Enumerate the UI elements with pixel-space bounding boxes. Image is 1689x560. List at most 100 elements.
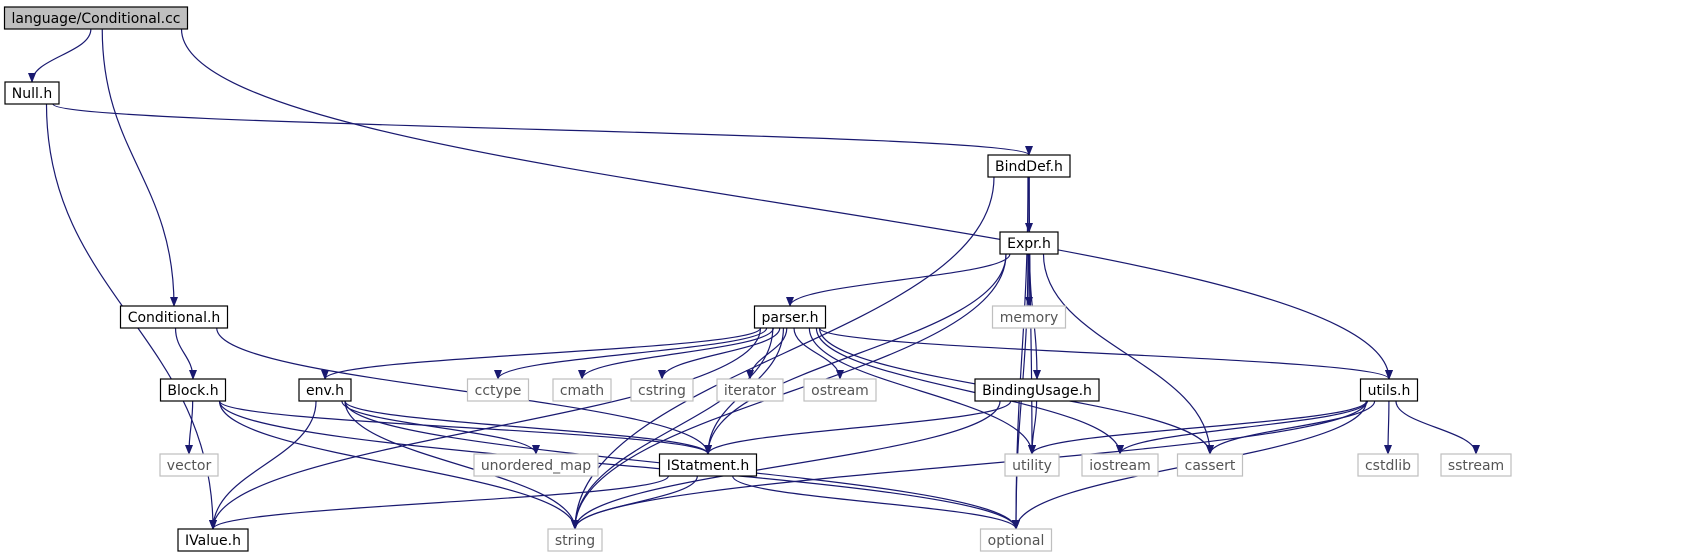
edge-expr_h-to-parser_h [786,253,1011,307]
node-cmath: cmath [552,378,612,402]
edge-root-to-utils_h [180,28,1393,380]
node-box-sstream [1440,453,1512,477]
node-optional: optional [979,528,1053,552]
node-box-cctype [466,378,530,402]
edge-expr_h-to-istatment_h [704,253,1007,455]
node-memory: memory [991,305,1067,329]
node-label-cstring: cstring [638,383,686,399]
edge-parser_h-to-cmath [578,327,774,380]
node-box-iostream [1081,453,1159,477]
edge-utils_h-to-cstdlib [1384,400,1393,455]
node-label-cassert: cassert [1185,458,1236,474]
node-cassert: cassert [1176,453,1244,477]
node-label-vector: vector [167,458,212,474]
node-box-cassert [1176,453,1244,477]
node-label-binddef_h: BindDef.h [995,159,1063,175]
node-label-istatment_h: IStatment.h [667,458,750,474]
node-label-unordered_map: unordered_map [481,458,591,474]
edge-block_h-to-istatment_h [218,400,712,455]
edge-bindingusage_h-to-string [571,400,1001,530]
node-binddef_h[interactable]: BindDef.h [987,154,1071,178]
node-box-cmath [552,378,612,402]
edge-utils_h-to-cassert [1206,400,1376,455]
edge-parser_h-to-string [571,327,774,530]
node-conditional_h[interactable]: Conditional.h [119,305,229,329]
node-box-istatment_h [658,453,758,477]
edge-env_h-to-unordered_map [341,400,540,455]
node-box-block_h [159,378,227,402]
node-root[interactable]: language/Conditional.cc [3,6,189,30]
nodes-layer: language/Conditional.ccNull.hBindDef.hEx… [3,6,1512,552]
node-expr_h[interactable]: Expr.h [999,231,1059,255]
edge-block_h-to-optional [218,400,1020,530]
node-box-vector [159,453,219,477]
node-utility: utility [1004,453,1060,477]
node-box-optional [979,528,1053,552]
node-ostream: ostream [803,378,877,402]
edge-parser_h-to-utility [808,327,1036,455]
node-env_h[interactable]: env.h [298,378,352,402]
node-label-root: language/Conditional.cc [11,11,180,27]
edge-root-to-null_h [28,28,92,83]
edge-conditional_h-to-istatment_h [216,327,712,455]
edge-parser_h-to-ostream [793,327,844,380]
node-parser_h[interactable]: parser.h [753,305,827,329]
node-string: string [547,528,603,552]
edge-istatment_h-to-optional [732,475,1020,530]
node-box-conditional_h [119,305,229,329]
edge-null_h-to-binddef_h [52,103,1033,156]
node-iostream: iostream [1081,453,1159,477]
node-label-utils_h: utils.h [1368,383,1411,399]
node-sstream: sstream [1440,453,1512,477]
edge-bindingusage_h-to-istatment_h [704,400,1012,455]
edge-env_h-to-istatment_h [344,400,712,455]
node-bindingusage_h[interactable]: BindingUsage.h [974,378,1100,402]
node-box-utility [1004,453,1060,477]
node-vector: vector [159,453,219,477]
node-box-memory [991,305,1067,329]
edge-block_h-to-vector [185,400,194,455]
node-ivalue_h[interactable]: IValue.h [177,528,249,552]
edge-block_h-to-string [218,400,579,530]
node-box-parser_h [753,305,827,329]
node-box-ivalue_h [177,528,249,552]
edge-env_h-to-ivalue_h [209,400,317,530]
node-cstdlib: cstdlib [1357,453,1419,477]
node-block_h[interactable]: Block.h [159,378,227,402]
node-box-utils_h [1359,378,1419,402]
node-label-block_h: Block.h [167,383,218,399]
edge-parser_h-to-env_h [321,327,762,380]
node-unordered_map: unordered_map [473,453,599,477]
node-label-cctype: cctype [475,383,522,399]
edge-parser_h-to-utils_h [818,327,1393,380]
node-box-null_h [4,81,60,105]
node-utils_h[interactable]: utils.h [1359,378,1419,402]
node-null_h[interactable]: Null.h [4,81,60,105]
node-box-root [3,6,189,30]
edge-bindingusage_h-to-utility [1028,400,1038,455]
node-istatment_h[interactable]: IStatment.h [658,453,758,477]
node-box-env_h [298,378,352,402]
edge-parser_h-to-iostream [815,327,1124,455]
node-label-null_h: Null.h [12,86,52,102]
edge-utils_h-to-sstream [1395,400,1480,455]
edge-env_h-to-string [344,400,579,530]
edge-istatment_h-to-ivalue_h [209,475,669,530]
edge-expr_h-to-cassert [1042,253,1214,455]
node-label-ivalue_h: IValue.h [185,533,241,549]
node-cctype: cctype [466,378,530,402]
node-iterator: iterator [716,378,784,402]
edge-utils_h-to-string [571,400,1368,530]
node-label-iterator: iterator [724,383,776,399]
node-box-cstring [630,378,694,402]
node-label-memory: memory [1000,310,1059,326]
node-box-binddef_h [987,154,1071,178]
edge-conditional_h-to-block_h [174,327,197,380]
node-box-unordered_map [473,453,599,477]
node-cstring: cstring [630,378,694,402]
edge-parser_h-to-cstring [658,327,781,380]
edge-parser_h-to-cctype [494,327,768,380]
node-label-env_h: env.h [306,383,344,399]
edge-root-to-conditional_h [101,28,178,307]
